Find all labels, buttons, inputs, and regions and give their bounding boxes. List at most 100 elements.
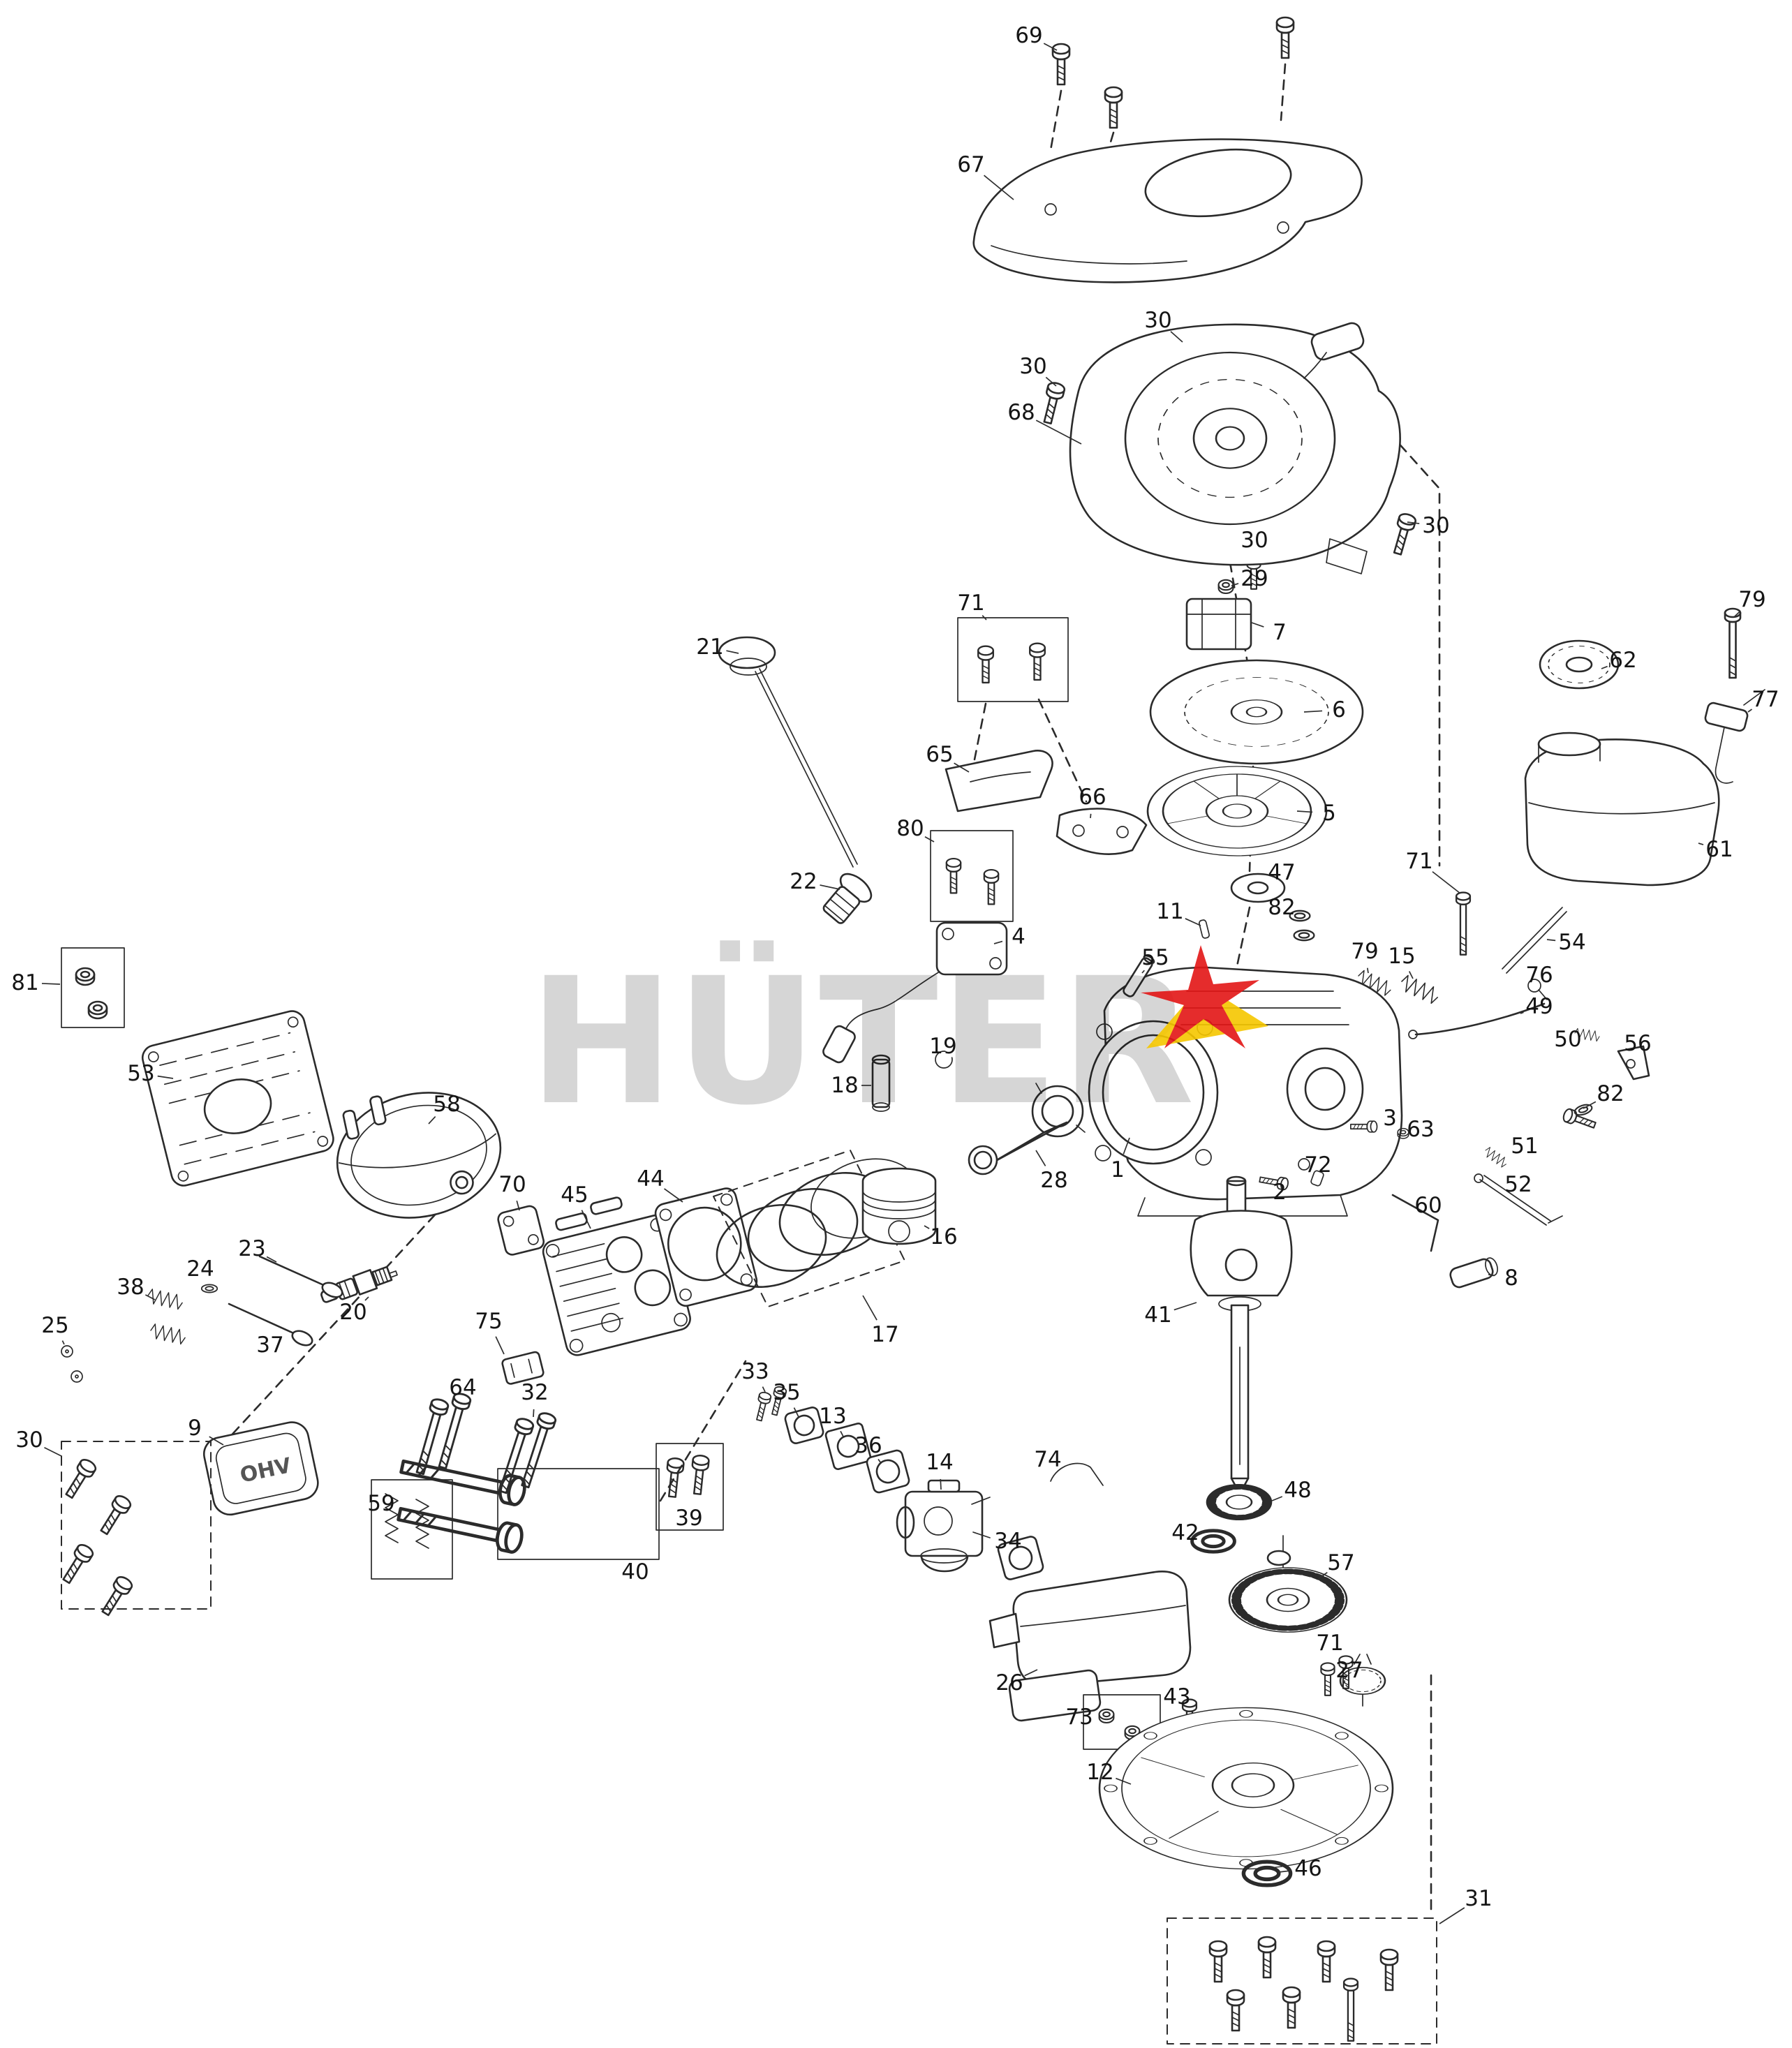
screw-box-71 xyxy=(957,617,1069,702)
part-number-50: 50 xyxy=(1554,1027,1582,1052)
part-number-66: 66 xyxy=(1079,785,1106,810)
part-number-31: 31 xyxy=(1465,1886,1493,1911)
throttle-control xyxy=(1704,607,1765,784)
part-number-42: 42 xyxy=(1171,1520,1199,1545)
part-number-6: 6 xyxy=(1332,697,1346,722)
part-number-22: 22 xyxy=(790,869,817,894)
crankshaft xyxy=(1190,1175,1293,1495)
part-number-12: 12 xyxy=(1086,1760,1114,1785)
muffler xyxy=(336,1092,502,1219)
part-number-17: 17 xyxy=(871,1322,899,1347)
oil-filler-plug xyxy=(822,873,873,924)
air-filter-assembly xyxy=(988,1571,1192,1722)
part-number-58: 58 xyxy=(433,1092,461,1117)
cylinder-head xyxy=(542,1196,691,1356)
governor-linkage xyxy=(1354,891,1650,1133)
part-number-51: 51 xyxy=(1511,1134,1539,1159)
fuel-tank xyxy=(1524,732,1720,886)
carb-bracket xyxy=(1050,1462,1104,1486)
exhaust-gasket xyxy=(497,1205,545,1256)
intake-gaskets xyxy=(784,1407,1044,1580)
piston xyxy=(861,1167,937,1245)
part-number-20: 20 xyxy=(339,1300,367,1325)
governor-shaft-group xyxy=(1391,1145,1563,1289)
part-number-23: 23 xyxy=(238,1236,266,1261)
part-number-72: 72 xyxy=(1304,1152,1332,1178)
part-number-52: 52 xyxy=(1504,1172,1532,1197)
bolt-box-39 xyxy=(656,1443,724,1531)
pushrod-guide-plate xyxy=(501,1351,545,1385)
crank-timing-gear xyxy=(1206,1483,1273,1521)
head-gasket xyxy=(654,1187,758,1307)
part-number-15: 15 xyxy=(1388,944,1416,969)
part-number-32: 32 xyxy=(521,1380,549,1405)
part-number-71: 71 xyxy=(957,591,985,616)
starter-handle xyxy=(1310,322,1365,361)
carburetor xyxy=(896,1479,991,1573)
part-number-47: 47 xyxy=(1268,860,1296,885)
dipstick-tube xyxy=(1123,954,1155,997)
starter-pulley xyxy=(1199,873,1315,942)
part-number-30: 30 xyxy=(1241,528,1268,553)
part-number-57: 57 xyxy=(1327,1550,1355,1575)
crankcase-cover xyxy=(1098,1707,1394,1870)
part-number-14: 14 xyxy=(926,1450,954,1475)
part-number-43: 43 xyxy=(1163,1684,1191,1709)
part-number-21: 21 xyxy=(696,635,724,660)
part-number-24: 24 xyxy=(186,1256,214,1282)
assembly-guide-lines xyxy=(209,63,1441,1917)
part-number-64: 64 xyxy=(449,1375,477,1400)
part-number-4: 4 xyxy=(1012,924,1025,949)
timing-plate xyxy=(945,750,1053,812)
spark-plug-boot xyxy=(822,1025,856,1064)
part-number-44: 44 xyxy=(637,1166,665,1192)
part-number-18: 18 xyxy=(831,1073,859,1098)
part-number-77: 77 xyxy=(1752,687,1779,712)
part-number-9: 9 xyxy=(188,1416,202,1441)
part-number-80: 80 xyxy=(896,816,924,841)
guide-plate-box-59 xyxy=(371,1479,453,1580)
part-number-71: 71 xyxy=(1316,1631,1344,1656)
part-number-19: 19 xyxy=(929,1034,957,1059)
part-number-11: 11 xyxy=(1156,899,1184,924)
valve-cover: OHV xyxy=(202,1421,319,1516)
fuel-cap xyxy=(1539,639,1620,690)
connecting-rod xyxy=(968,1083,1086,1175)
part-number-5: 5 xyxy=(1322,801,1336,826)
spark-plug xyxy=(320,1266,398,1303)
part-number-81: 81 xyxy=(11,970,39,995)
part-number-71: 71 xyxy=(1405,849,1433,874)
part-number-30: 30 xyxy=(1422,513,1450,538)
part-number-60: 60 xyxy=(1414,1193,1442,1218)
breather-valve xyxy=(1298,1158,1310,1171)
starter-cup xyxy=(1185,579,1252,651)
part-number-30: 30 xyxy=(15,1427,43,1453)
part-number-25: 25 xyxy=(41,1313,69,1338)
part-number-30: 30 xyxy=(1144,308,1172,333)
bolt-box-31 xyxy=(1167,1917,1437,2045)
part-number-59: 59 xyxy=(367,1491,395,1516)
woodruff-key xyxy=(1199,919,1210,939)
part-number-75: 75 xyxy=(475,1309,503,1334)
part-number-29: 29 xyxy=(1241,566,1268,591)
part-number-41: 41 xyxy=(1144,1303,1172,1328)
part-number-26: 26 xyxy=(995,1670,1023,1695)
muffler-guard xyxy=(141,1010,334,1187)
part-number-7: 7 xyxy=(1273,620,1287,645)
part-number-65: 65 xyxy=(926,742,954,767)
part-number-68: 68 xyxy=(1007,400,1035,425)
part-number-62: 62 xyxy=(1609,648,1637,673)
part-number-35: 35 xyxy=(773,1380,801,1405)
screw-box-80 xyxy=(930,830,1014,922)
stud-box-40 xyxy=(397,1453,660,1560)
part-number-36: 36 xyxy=(854,1433,882,1458)
part-number-45: 45 xyxy=(561,1182,588,1208)
piston-pin xyxy=(871,1054,891,1112)
nut-box-81 xyxy=(61,947,125,1028)
part-number-67: 67 xyxy=(957,152,985,177)
part-number-70: 70 xyxy=(498,1172,526,1197)
part-number-76: 76 xyxy=(1525,963,1553,988)
